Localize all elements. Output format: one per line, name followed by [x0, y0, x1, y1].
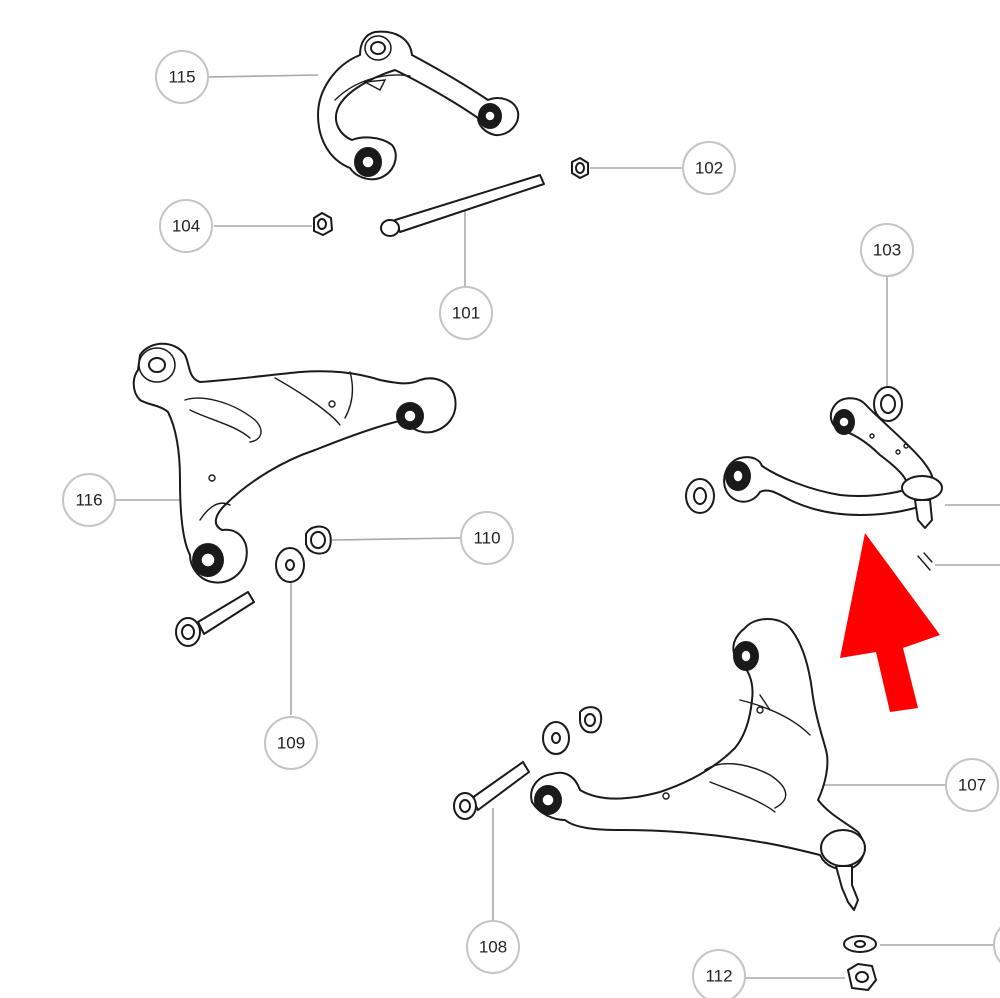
callout-offscreen-right-bottom	[993, 926, 1000, 964]
bolt-lower-left	[175, 591, 255, 647]
upper-control-arm-115	[317, 30, 520, 181]
bolt-108	[453, 761, 530, 820]
red-arrow-indicator	[840, 533, 940, 712]
leader-lines	[116, 74, 1000, 979]
callout-103: 103	[860, 223, 914, 277]
callout-110: 110	[460, 511, 514, 565]
nut-104	[313, 212, 333, 236]
washer-109	[275, 547, 305, 583]
callout-108: 108	[466, 920, 520, 974]
callout-label-110: 110	[473, 529, 500, 548]
callout-label-101: 101	[452, 304, 480, 323]
callout-label-107: 107	[958, 776, 986, 795]
callout-label-109: 109	[277, 734, 305, 753]
callout-label-102: 102	[695, 159, 723, 178]
callout-101: 101	[439, 286, 493, 340]
bushing-lower-right	[579, 706, 603, 734]
upper-control-arm-103	[723, 397, 943, 529]
bushing-110	[305, 525, 332, 555]
lower-control-arm-107	[530, 618, 866, 911]
callout-label-108: 108	[479, 938, 507, 957]
cotter-pin	[917, 552, 933, 571]
callout-109: 109	[264, 716, 318, 770]
callout-116: 116	[62, 473, 116, 527]
bolt-101	[380, 174, 545, 237]
nut-102	[571, 157, 589, 179]
washer-upper-arm-left	[685, 478, 715, 514]
callout-115: 115	[155, 50, 209, 104]
callout-102: 102	[682, 141, 736, 195]
callout-label-115: 115	[168, 68, 195, 87]
callout-label-104: 104	[172, 217, 200, 236]
callout-label-103: 103	[873, 241, 901, 260]
nut-112	[847, 963, 877, 991]
callout-label-116: 116	[75, 491, 102, 510]
callout-112: 112	[692, 949, 746, 998]
washer-lower-right	[542, 721, 570, 755]
callout-104: 104	[159, 199, 213, 253]
callout-107: 107	[945, 758, 999, 812]
callout-label-112: 112	[705, 967, 732, 986]
washer-103	[873, 386, 903, 422]
washer-112	[843, 935, 877, 953]
lower-control-arm-116	[132, 342, 457, 584]
